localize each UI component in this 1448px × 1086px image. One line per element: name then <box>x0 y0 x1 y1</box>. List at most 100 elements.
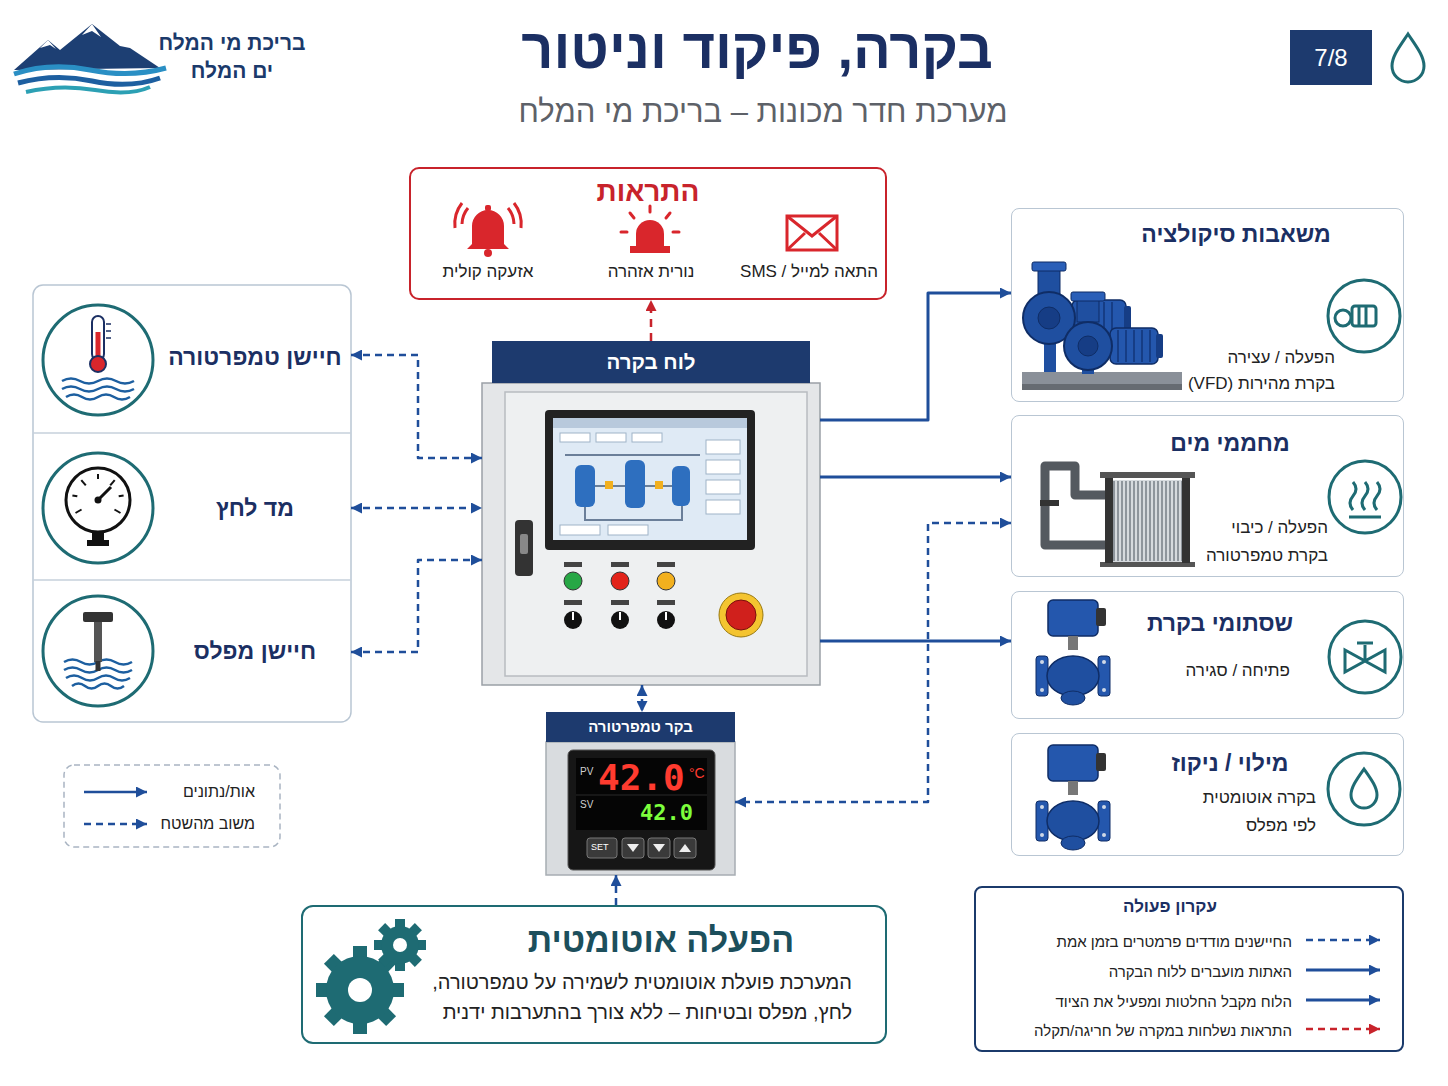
page-title: בקרה, פיקוד וניטור <box>521 16 993 82</box>
controller-header: בקר טמפרטורה <box>546 712 735 742</box>
control-panel: לוח בקרה <box>482 341 820 685</box>
equipment-box: שסתומי בקרתפתיחה / סגירה <box>1011 591 1404 719</box>
auto-operation-box: הפעלה אוטומטית המערכת פועלת אוטומטית לשמי… <box>301 905 887 1044</box>
equipment-icons <box>1345 643 1385 672</box>
pressure-gauge-icon <box>97 474 99 479</box>
box-title: מחממי מים <box>1170 428 1289 458</box>
control-cabinet <box>706 500 740 514</box>
level-probe-icon <box>66 676 130 681</box>
temperature-controller-device <box>587 838 617 858</box>
control-cabinet <box>611 562 629 567</box>
equipment-icons <box>1328 280 1400 352</box>
box-body: הפעלה / כיבוי בקרת טמפרטורה <box>1206 514 1328 570</box>
box-title: מילוי / ניקוז <box>1171 748 1288 778</box>
drop-icon <box>1392 34 1424 82</box>
circulation-pumps <box>1032 262 1066 271</box>
plate-heat-exchanger <box>1040 500 1059 506</box>
level-probe-icon <box>83 612 113 622</box>
control-cabinet <box>560 433 590 442</box>
warning-light-icon <box>630 213 634 218</box>
box-body: בקרה אוטומטית לפי מפלס <box>1202 784 1316 840</box>
logo-mountains <box>18 77 160 84</box>
signal-connector <box>820 640 1011 643</box>
equipment-box: מחממי מים הפעלה / כיבוי בקרת טמפרטורה <box>1011 415 1404 577</box>
sensor-row: חיישן טמפרטורה <box>33 285 351 433</box>
warning-light-icon <box>673 231 679 234</box>
sensor-panel-frame <box>33 579 351 581</box>
pressure-gauge-icon <box>66 468 130 532</box>
circulation-pumps <box>1038 307 1060 329</box>
bell-icon <box>462 208 468 224</box>
process-value: 42.0 <box>598 758 685 798</box>
control-valve <box>1048 600 1098 636</box>
display-tag: PV <box>580 765 593 778</box>
control-cabinet <box>657 572 675 590</box>
circulation-pumps <box>1078 336 1098 356</box>
principle-arrow-samples <box>1306 940 1380 1029</box>
box-title: הפעלה אוטומטית <box>528 919 795 961</box>
signal-connector <box>351 560 482 652</box>
box-body: הפעלה / עצירה בקרת מהירות (VFD) <box>1187 345 1335 397</box>
control-cabinet <box>655 481 663 489</box>
temperature-controller-device <box>576 758 707 830</box>
control-cabinet <box>482 383 820 685</box>
warning-light-icon <box>630 246 670 253</box>
gears-icon <box>381 926 419 964</box>
circulation-pumps <box>1156 334 1163 358</box>
control-cabinet <box>575 465 595 507</box>
signal-connector <box>615 875 618 905</box>
gears-icon <box>326 956 394 1024</box>
control-cabinet <box>706 440 740 454</box>
logo-mountains <box>40 40 56 49</box>
control-cabinet <box>564 572 582 590</box>
pressure-gauge-icon <box>75 510 81 514</box>
page-number: 7/8 <box>1290 30 1372 85</box>
control-valve <box>1061 691 1085 705</box>
alert-label: נורית אזהרה <box>608 261 695 283</box>
circulation-pumps <box>1022 384 1182 390</box>
sensor-panel-frame <box>33 285 351 722</box>
warning-light-icon <box>636 220 664 246</box>
button-label: SET <box>591 841 609 853</box>
control-cabinet <box>605 481 613 489</box>
principle-box: עקרון פעולההחיישנים מודדים פרמטרים בזמן … <box>974 886 1404 1052</box>
control-cabinet <box>515 520 533 576</box>
control-cabinet <box>611 600 629 605</box>
warning-light-icon <box>621 206 679 253</box>
sensor-row: חיישן מפלס <box>33 580 351 722</box>
sensor-name: חיישן טמפרטורה <box>168 343 341 371</box>
control-cabinet <box>573 612 666 620</box>
plate-heat-exchanger <box>1182 478 1190 563</box>
circulation-pumps <box>1064 322 1112 370</box>
sensor-row: מד לחץ <box>33 433 351 580</box>
circulation-pumps <box>1022 262 1182 390</box>
level-probe-icon <box>64 660 132 689</box>
control-cabinet <box>706 480 740 494</box>
drop-icon <box>1392 34 1424 82</box>
pressure-gauge-icon <box>43 453 153 563</box>
thermometer-icon <box>62 387 134 392</box>
control-cabinet <box>657 562 675 567</box>
control-cabinet <box>706 460 740 474</box>
control-valve <box>1040 660 1044 664</box>
legend-frame <box>64 765 280 847</box>
box-body: המערכת פועלת אוטומטית לשמירה על טמפרטורה… <box>432 967 852 1027</box>
equipment-box: מילוי / ניקוז בקרה אוטומטית לפי מפלס <box>1011 733 1404 856</box>
equipment-icons <box>1349 482 1381 517</box>
pressure-gauge-icon <box>119 494 124 497</box>
signal-connector <box>735 523 1011 802</box>
control-valve <box>1036 656 1048 696</box>
equipment-icons <box>1329 621 1401 693</box>
control-valve <box>1040 688 1044 692</box>
temperature-controller-device <box>546 742 735 875</box>
control-valve <box>1068 636 1078 650</box>
level-probe-icon <box>96 661 101 671</box>
circulation-pumps <box>1071 292 1105 301</box>
control-cabinet <box>672 466 690 506</box>
gears-icon <box>316 919 426 1034</box>
alert-label: התאה למייל / SMS <box>740 261 878 283</box>
principle-line: האתות מועברים ללוח הבקרה <box>1109 962 1292 982</box>
pressure-gauge-icon <box>72 494 77 497</box>
control-valve <box>1102 688 1106 692</box>
